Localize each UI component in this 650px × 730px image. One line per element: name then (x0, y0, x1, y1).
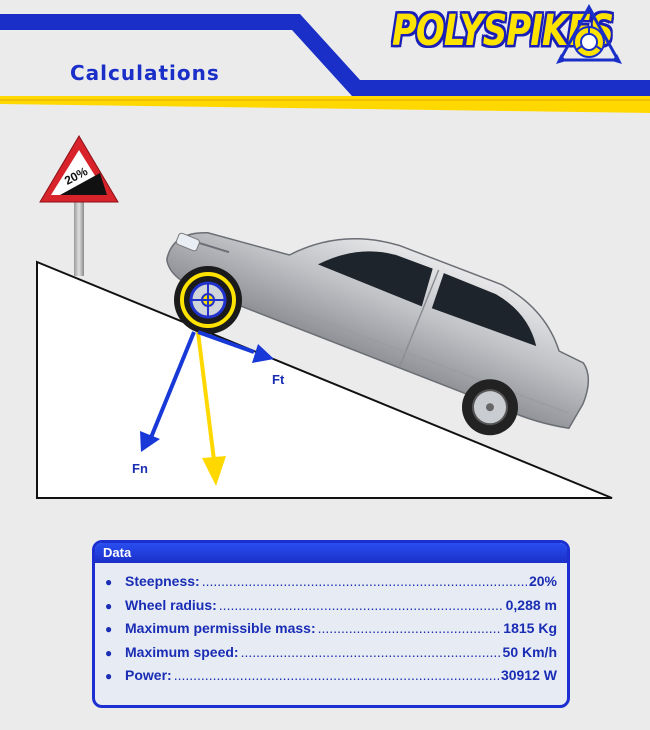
header-banner: Calculations POLYSPIKES (0, 0, 650, 118)
car-icon (166, 232, 590, 436)
bullet-icon: ● (105, 622, 113, 636)
bullet-icon: ● (105, 669, 113, 683)
dot-leader (219, 597, 504, 613)
data-value: 0,288 m (505, 596, 557, 613)
data-label: Power: (125, 667, 172, 683)
gravity-force-arrow (196, 331, 226, 486)
data-label: Steepness: (125, 573, 200, 589)
data-panel-title: Data (95, 543, 567, 563)
polyspikes-wheel-icon (174, 266, 242, 334)
bullet-icon: ● (105, 575, 113, 589)
dot-leader (318, 620, 502, 636)
data-item-steepness: ● Steepness: 20% (105, 573, 567, 597)
tangential-force-arrow (197, 330, 274, 363)
dot-leader (241, 644, 501, 660)
data-label: Maximum speed: (125, 643, 239, 660)
data-panel: Data ● Steepness: 20% ● Wheel radius: 0,… (92, 540, 570, 708)
data-label: Maximum permissible mass: (125, 620, 316, 636)
polyspikes-logo-icon (556, 4, 622, 64)
normal-force-arrow (140, 331, 196, 452)
bullet-icon: ● (105, 645, 113, 660)
dot-leader (202, 573, 527, 589)
dot-leader (174, 667, 499, 683)
fn-label: Fn (132, 461, 148, 476)
data-value: 20% (528, 573, 557, 589)
data-value: 1815 Kg (503, 620, 557, 636)
data-value: 30912 W (500, 667, 557, 683)
warning-slope-sign-icon: 20% (39, 135, 119, 203)
data-item-max-speed: ● Maximum speed: 50 Km/h (105, 644, 567, 668)
header-stripes (0, 14, 650, 113)
data-label: Wheel radius: (125, 596, 217, 613)
slope-force-diagram: 20% Ft Fn (36, 135, 613, 499)
incline-triangle (36, 260, 613, 499)
data-list: ● Steepness: 20% ● Wheel radius: 0,288 m… (95, 573, 567, 691)
ft-label: Ft (272, 372, 285, 387)
data-item-power: ● Power: 30912 W (105, 667, 567, 691)
sign-post (74, 200, 84, 276)
data-item-wheel-radius: ● Wheel radius: 0,288 m (105, 597, 567, 621)
bullet-icon: ● (105, 598, 113, 613)
data-item-max-mass: ● Maximum permissible mass: 1815 Kg (105, 620, 567, 644)
data-value: 50 Km/h (502, 643, 557, 660)
page-title: Calculations (70, 61, 220, 85)
